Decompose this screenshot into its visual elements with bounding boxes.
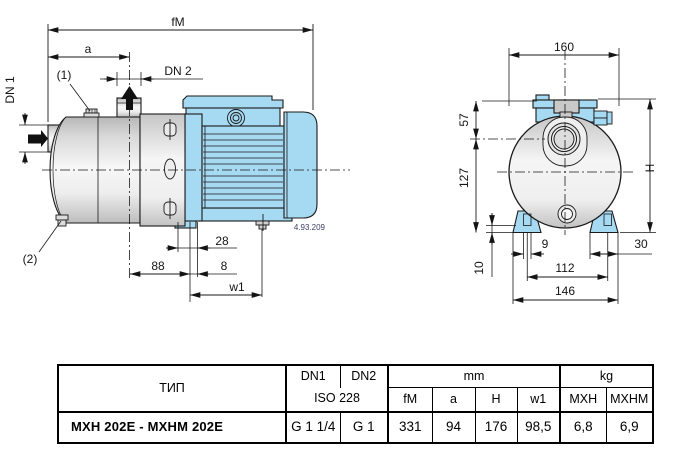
table-row: MXH 202E - MXHM 202E G 1 1/4 G 1 331 94 … [57, 411, 654, 444]
drawing-code: 4.93.209 [294, 223, 326, 232]
dim-160-label: 160 [554, 40, 574, 54]
cell-dn1: G 1 1/4 [285, 411, 341, 444]
dim-fm-label: fM [171, 15, 184, 29]
cell-fm: 331 [387, 411, 433, 444]
casing-slots [163, 119, 177, 219]
col-group-mm: mm [387, 364, 561, 388]
col-header-mxh: MXH [559, 387, 607, 413]
dim-w1-label: w1 [228, 280, 245, 294]
dim-10-label: 10 [472, 261, 486, 275]
box-side-connector [593, 110, 613, 126]
cell-w1: 98,5 [516, 411, 561, 444]
dim-30-label: 30 [634, 237, 648, 251]
drain-plug-front [557, 204, 577, 224]
col-header-w1: w1 [516, 387, 561, 413]
col-header-iso: ISO 228 [285, 387, 389, 413]
front-dimensions [473, 48, 656, 304]
motor-foot [195, 207, 293, 222]
note-2-label: (2) [23, 252, 38, 266]
dim-57-label: 57 [457, 113, 471, 127]
col-header-a: a [431, 387, 476, 413]
cell-a: 94 [431, 411, 476, 444]
col-header-type: ТИП [57, 364, 287, 413]
cell-dn2: G 1 [339, 411, 389, 444]
dim-127-label: 127 [457, 168, 471, 188]
dim-dn2-label: DN 2 [164, 64, 192, 78]
cell-h: 176 [474, 411, 518, 444]
col-header-dn1: DN1 [285, 364, 341, 388]
motor-fins [203, 133, 283, 201]
dim-a-label: a [85, 42, 92, 56]
discharge-port-front [547, 122, 581, 156]
motor-foot-bolt [255, 214, 270, 231]
conduit-block [553, 99, 580, 114]
note-1-label: (1) [57, 68, 72, 82]
side-view: fM a DN 2 DN 1 (1) (2) 28 88 8 w1 4.93.2… [3, 15, 350, 302]
col-header-fm: fM [387, 387, 433, 413]
front-centerlines [470, 50, 633, 235]
motor-body [201, 125, 285, 209]
side-dimensions [19, 24, 314, 302]
dim-9-label: 9 [542, 237, 549, 251]
drain-plug [55, 214, 69, 227]
fan-cover [283, 111, 318, 219]
dim-146-label: 146 [555, 284, 575, 298]
dim-dn1-label: DN 1 [3, 76, 17, 104]
col-header-mxhm: MXHM [605, 387, 654, 413]
cell-model: MXH 202E - MXHM 202E [57, 411, 287, 444]
foot-slots [523, 213, 612, 226]
motor-bracket [184, 113, 203, 222]
dim-28-label: 28 [215, 234, 229, 248]
col-header-dn2: DN2 [339, 364, 389, 388]
col-group-kg: kg [559, 364, 654, 388]
technical-drawing: fM a DN 2 DN 1 (1) (2) 28 88 8 w1 4.93.2… [3, 15, 657, 304]
col-header-h: H [474, 387, 518, 413]
front-view: 160 57 127 H 10 9 30 112 146 [457, 40, 657, 304]
cell-mxh: 6,8 [559, 411, 607, 444]
centerlines [42, 52, 350, 281]
dim-88-label: 88 [151, 259, 165, 273]
filler-plug [83, 108, 100, 118]
specification-table: ТИП DN1 DN2 mm kg ISO 228 fM a H w1 MXH … [57, 364, 654, 444]
dim-112-label: 112 [555, 261, 574, 275]
dim-h-label: H [643, 164, 657, 173]
cell-mxhm: 6,9 [605, 411, 654, 444]
dim-8-label: 8 [221, 259, 228, 273]
inlet-flow-arrow-icon [28, 130, 48, 147]
